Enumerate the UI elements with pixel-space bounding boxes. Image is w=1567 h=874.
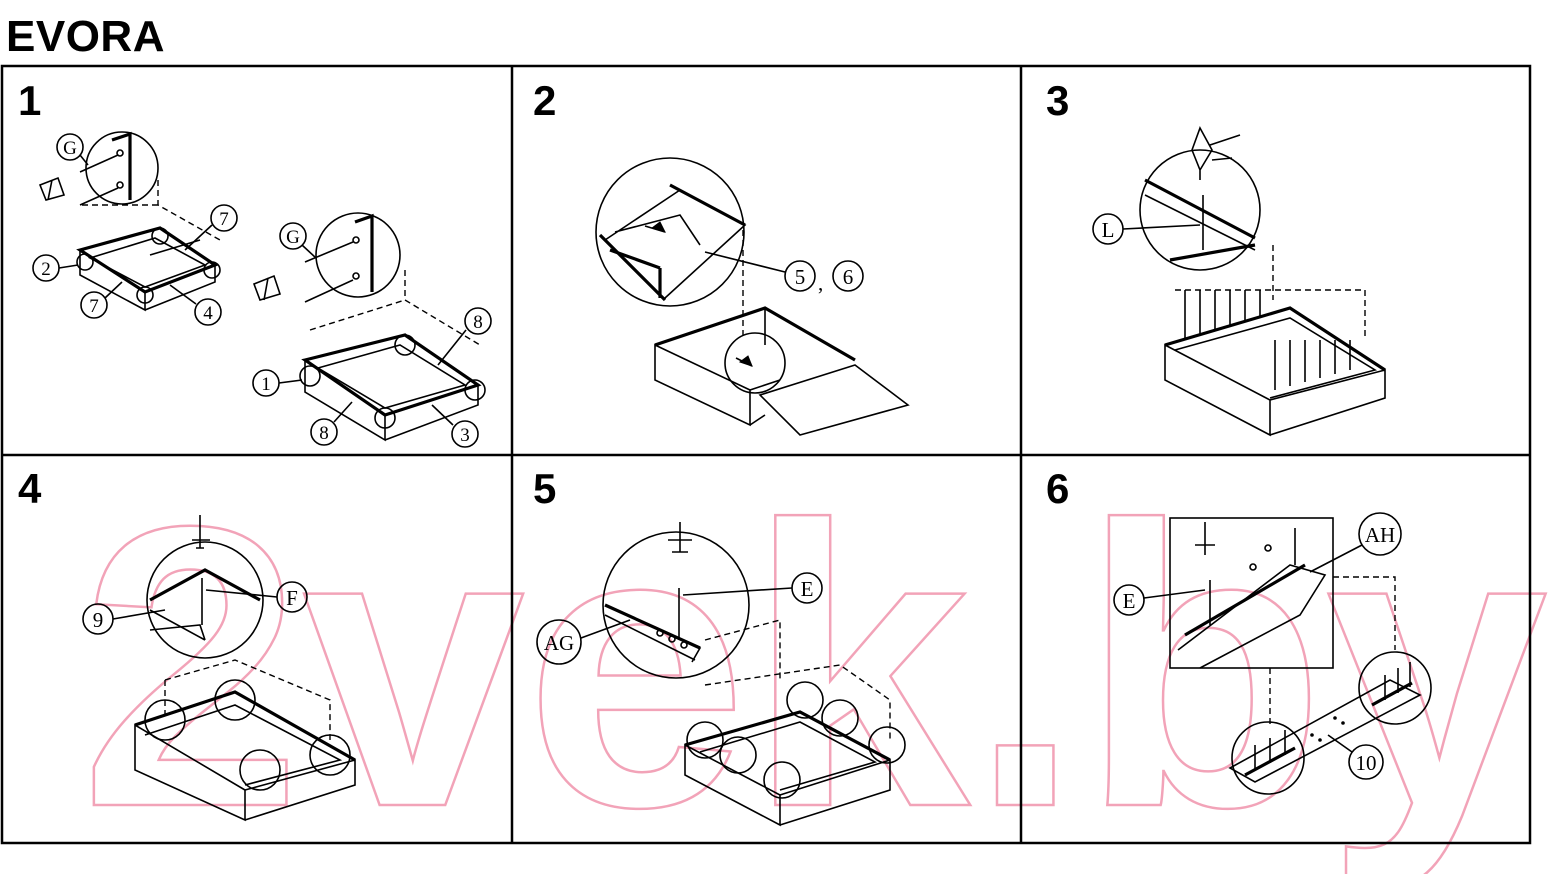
document-title: EVORA bbox=[6, 12, 165, 61]
step-6-callout-AH: AH bbox=[1309, 512, 1402, 573]
step-3-panel: 3 L bbox=[1046, 77, 1386, 437]
svg-text:F: F bbox=[286, 586, 298, 610]
step-1-callout-7-b: 7 bbox=[80, 281, 123, 319]
svg-text:3: 3 bbox=[460, 425, 470, 446]
svg-text:AH: AH bbox=[1365, 523, 1395, 547]
step-3-number: 3 bbox=[1046, 77, 1069, 124]
step-1-callout-7-a: 7 bbox=[184, 204, 238, 251]
svg-text:1: 1 bbox=[261, 374, 271, 395]
step-5-panel: 5 E AG bbox=[533, 465, 906, 827]
step-6-number: 6 bbox=[1046, 465, 1069, 512]
svg-text:8: 8 bbox=[473, 312, 483, 333]
svg-text:6: 6 bbox=[843, 265, 854, 289]
step-1-callout-G-b: G bbox=[279, 222, 317, 259]
step-1-detail-circle-a bbox=[85, 131, 159, 205]
step-2-callout-5: 5 bbox=[704, 251, 816, 292]
step-4-callout-9: 9 bbox=[82, 603, 166, 635]
svg-text:7: 7 bbox=[89, 296, 99, 317]
svg-text:4: 4 bbox=[203, 303, 213, 324]
svg-text:2: 2 bbox=[41, 259, 51, 280]
svg-text:7: 7 bbox=[219, 209, 229, 230]
step-3-detail-circle bbox=[1139, 149, 1261, 271]
svg-text:AG: AG bbox=[544, 631, 574, 655]
svg-text:L: L bbox=[1102, 218, 1115, 242]
step-2-callout-separator: , bbox=[818, 271, 823, 295]
svg-text:G: G bbox=[286, 227, 300, 248]
step-1-detail-circle-b bbox=[315, 212, 401, 298]
step-6-detail-box bbox=[1169, 517, 1334, 669]
step-2-detail-circle bbox=[595, 157, 745, 307]
step-5-callout-AG: AG bbox=[536, 619, 631, 665]
svg-text:9: 9 bbox=[93, 608, 104, 632]
step-1-callout-8-a: 8 bbox=[437, 307, 492, 366]
step-4-panel: 4 F 9 bbox=[18, 465, 356, 822]
step-1-callout-1: 1 bbox=[252, 369, 303, 397]
step-3-callout-L: L bbox=[1092, 213, 1201, 245]
step-1-callout-2: 2 bbox=[32, 254, 79, 282]
step-1-callout-8-b: 8 bbox=[310, 401, 353, 446]
step-6-callout-E: E bbox=[1113, 584, 1206, 616]
step-4-callout-F: F bbox=[205, 581, 308, 613]
step-2-number: 2 bbox=[533, 77, 556, 124]
step-1-callout-G-a: G bbox=[56, 133, 89, 166]
step-5-detail-circle bbox=[602, 531, 750, 679]
step-4-number: 4 bbox=[18, 465, 42, 512]
step-5-number: 5 bbox=[533, 465, 556, 512]
svg-text:8: 8 bbox=[319, 423, 329, 444]
svg-text:E: E bbox=[1123, 589, 1136, 613]
svg-text:E: E bbox=[801, 577, 814, 601]
step-1-callout-4: 4 bbox=[169, 284, 222, 326]
step-6-callout-10: 10 bbox=[1327, 734, 1384, 780]
step-2-panel: 2 5 , 6 bbox=[533, 77, 910, 436]
step-1-panel: 1 G 7 bbox=[18, 77, 492, 448]
svg-text:5: 5 bbox=[795, 265, 806, 289]
step-4-detail-circle bbox=[146, 541, 264, 659]
svg-text:10: 10 bbox=[1356, 751, 1377, 775]
step-1-number: 1 bbox=[18, 77, 41, 124]
step-2-callout-6: 6 bbox=[832, 260, 864, 292]
step-5-callout-E: E bbox=[682, 572, 823, 604]
step-6-panel: 6 AH E 10 bbox=[1046, 465, 1432, 795]
svg-text:G: G bbox=[63, 138, 77, 159]
step-1-callout-3: 3 bbox=[431, 404, 479, 448]
